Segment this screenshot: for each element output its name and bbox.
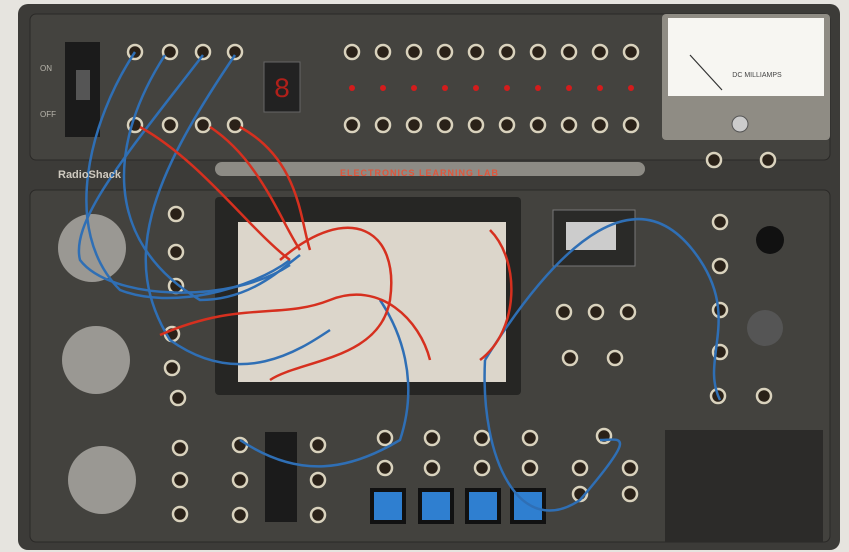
connector-jack[interactable] bbox=[711, 257, 729, 275]
connector-jack[interactable] bbox=[711, 213, 729, 231]
potentiometer-knob[interactable] bbox=[62, 326, 130, 394]
connector-jack[interactable] bbox=[436, 43, 454, 61]
connector-jack[interactable] bbox=[374, 43, 392, 61]
connector-jack[interactable] bbox=[231, 506, 249, 524]
led bbox=[442, 85, 448, 91]
potentiometer-knob[interactable] bbox=[68, 446, 136, 514]
connector-jack[interactable] bbox=[755, 387, 773, 405]
connector-jack[interactable] bbox=[498, 116, 516, 134]
connector-jack[interactable] bbox=[622, 116, 640, 134]
connector-jack[interactable] bbox=[423, 459, 441, 477]
connector-jack[interactable] bbox=[171, 439, 189, 457]
connector-jack[interactable] bbox=[587, 303, 605, 321]
connector-jack[interactable] bbox=[405, 116, 423, 134]
connector-jack[interactable] bbox=[473, 459, 491, 477]
connector-jack[interactable] bbox=[529, 43, 547, 61]
connector-jack[interactable] bbox=[560, 116, 578, 134]
connector-jack[interactable] bbox=[226, 116, 244, 134]
power-off-label: OFF bbox=[40, 110, 56, 119]
connector-jack[interactable] bbox=[167, 243, 185, 261]
led bbox=[597, 85, 603, 91]
led bbox=[349, 85, 355, 91]
connector-jack[interactable] bbox=[309, 471, 327, 489]
power-on-label: ON bbox=[40, 64, 52, 73]
connector-jack[interactable] bbox=[555, 303, 573, 321]
connector-jack[interactable] bbox=[169, 389, 187, 407]
led bbox=[504, 85, 510, 91]
connector-jack[interactable] bbox=[591, 43, 609, 61]
connector-jack[interactable] bbox=[226, 43, 244, 61]
connector-jack[interactable] bbox=[376, 429, 394, 447]
connector-jack[interactable] bbox=[194, 43, 212, 61]
connector-jack[interactable] bbox=[194, 116, 212, 134]
seven-segment-display bbox=[263, 61, 301, 113]
connector-jack[interactable] bbox=[521, 459, 539, 477]
slide-switch[interactable] bbox=[265, 432, 297, 522]
connector-jack[interactable] bbox=[343, 116, 361, 134]
connector-jack[interactable] bbox=[521, 429, 539, 447]
connector-jack[interactable] bbox=[405, 43, 423, 61]
connector-jack[interactable] bbox=[343, 43, 361, 61]
connector-jack[interactable] bbox=[467, 43, 485, 61]
meter-label: DC MILLIAMPS bbox=[732, 72, 782, 79]
lab-title: ELECTRONICS LEARNING LAB bbox=[340, 168, 499, 178]
connector-jack[interactable] bbox=[473, 429, 491, 447]
wires bbox=[77, 51, 722, 512]
connector-jack[interactable] bbox=[621, 459, 639, 477]
led bbox=[380, 85, 386, 91]
connector-jack[interactable] bbox=[571, 459, 589, 477]
connector-jack[interactable] bbox=[759, 151, 777, 169]
led bbox=[628, 85, 634, 91]
led bbox=[566, 85, 572, 91]
connector-jack[interactable] bbox=[376, 459, 394, 477]
connector-jack[interactable] bbox=[711, 301, 729, 319]
connector-jack[interactable] bbox=[591, 116, 609, 134]
connector-jack[interactable] bbox=[423, 429, 441, 447]
connector-jack[interactable] bbox=[622, 43, 640, 61]
led bbox=[473, 85, 479, 91]
connector-jack[interactable] bbox=[161, 116, 179, 134]
connector-jack[interactable] bbox=[705, 151, 723, 169]
connector-jack[interactable] bbox=[560, 43, 578, 61]
connector-jack[interactable] bbox=[171, 471, 189, 489]
connector-jack[interactable] bbox=[621, 485, 639, 503]
connector-jack[interactable] bbox=[529, 116, 547, 134]
connector-jack[interactable] bbox=[374, 116, 392, 134]
connector-jack[interactable] bbox=[171, 505, 189, 523]
connector-jack[interactable] bbox=[498, 43, 516, 61]
speaker-grill bbox=[665, 430, 823, 542]
connector-jack[interactable] bbox=[309, 436, 327, 454]
connector-jack[interactable] bbox=[167, 205, 185, 223]
potentiometer-knob[interactable] bbox=[58, 214, 126, 282]
connector-jack[interactable] bbox=[163, 359, 181, 377]
brand-logo: RadioShack bbox=[58, 169, 121, 181]
seven-segment-digit: 8 bbox=[274, 75, 291, 106]
connector-jack[interactable] bbox=[561, 349, 579, 367]
connector-jack[interactable] bbox=[467, 116, 485, 134]
connector-jack[interactable] bbox=[309, 506, 327, 524]
connector-jack[interactable] bbox=[436, 116, 454, 134]
led bbox=[411, 85, 417, 91]
connector-jack[interactable] bbox=[231, 471, 249, 489]
led bbox=[535, 85, 541, 91]
connector-jack[interactable] bbox=[619, 303, 637, 321]
connector-jack[interactable] bbox=[606, 349, 624, 367]
connector-jack[interactable] bbox=[161, 43, 179, 61]
